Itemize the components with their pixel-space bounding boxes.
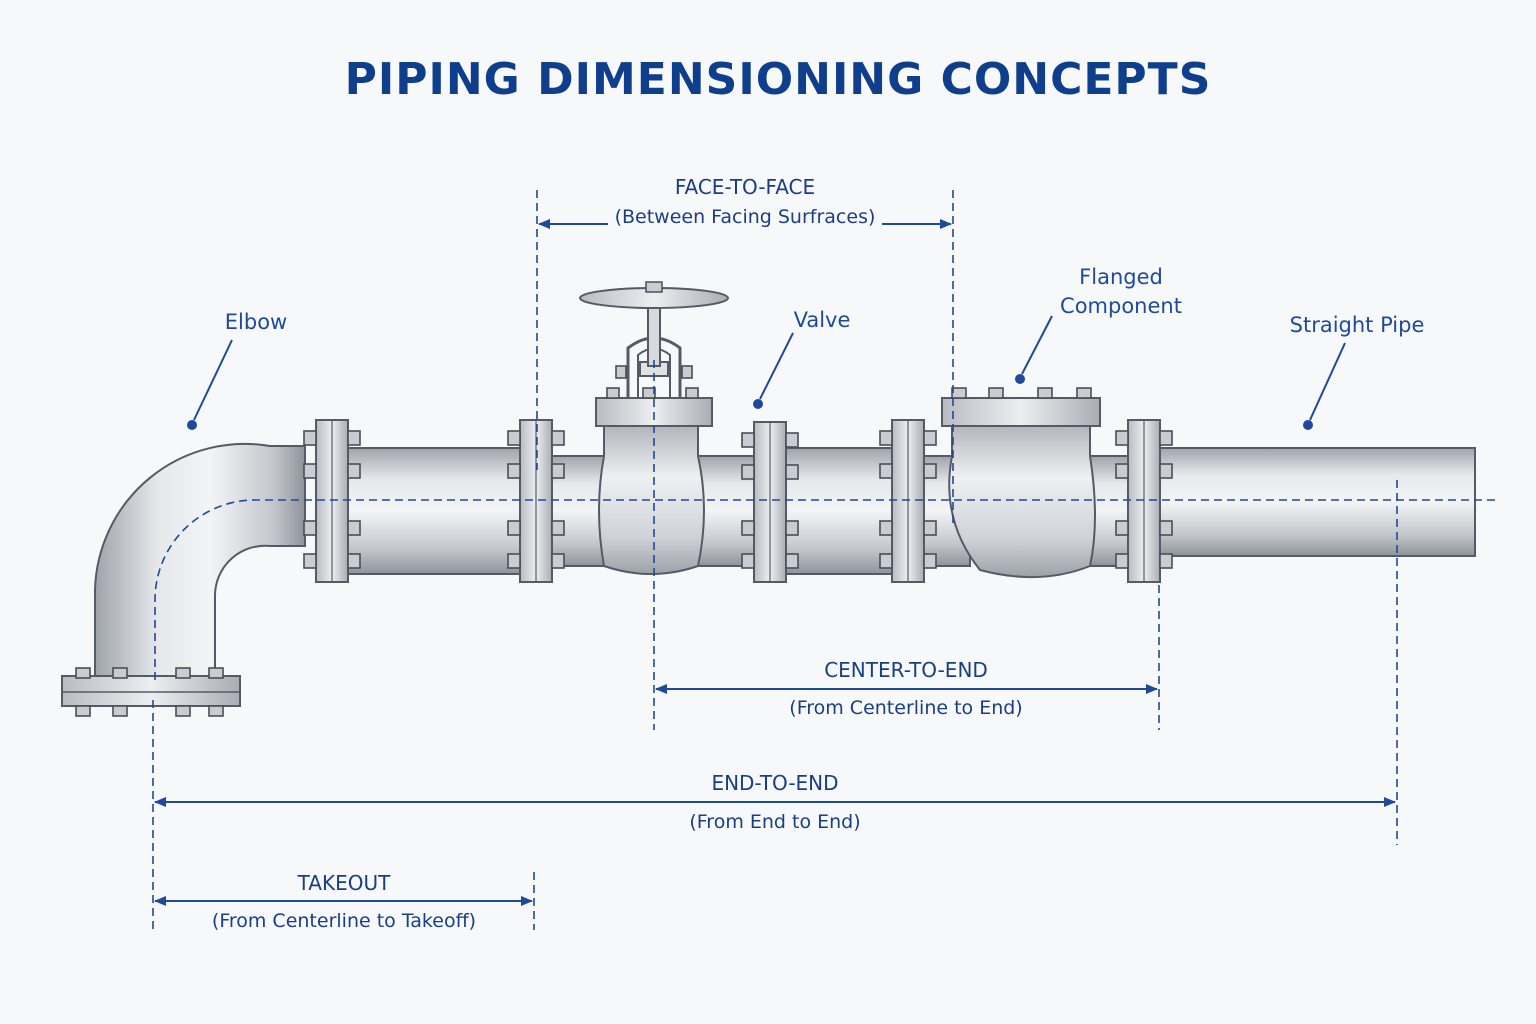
flanged-label-line1: Flanged xyxy=(1079,265,1163,289)
pipe-segment-1 xyxy=(339,447,521,575)
flange-5 xyxy=(1115,419,1173,583)
pipe-segment-4 xyxy=(783,447,895,575)
takeout-sublabel: (From Centerline to Takeoff) xyxy=(212,910,476,932)
end-to-end-sublabel: (From End to End) xyxy=(689,811,860,833)
face-to-face-label: FACE-TO-FACE xyxy=(675,175,815,199)
flanged-label-line2: Component xyxy=(1060,294,1182,318)
callout-valve: Valve xyxy=(753,308,850,409)
flange-1 xyxy=(303,419,361,583)
flange-4 xyxy=(879,419,937,583)
elbow-pipe xyxy=(94,442,306,679)
elbow-bottom-flange xyxy=(61,667,241,717)
elbow-label: Elbow xyxy=(225,310,287,334)
flanged-component-body xyxy=(941,387,1101,579)
end-to-end-label: END-TO-END xyxy=(711,771,838,795)
flange-2 xyxy=(507,419,565,583)
straight-pipe xyxy=(1159,447,1476,557)
callout-elbow: Elbow xyxy=(187,310,287,430)
piping-assembly xyxy=(61,281,1476,717)
center-to-end-sublabel: (From Centerline to End) xyxy=(789,697,1022,719)
valve-handwheel xyxy=(579,281,729,309)
page-title: PIPING DIMENSIONING CONCEPTS xyxy=(345,54,1212,105)
centerlines xyxy=(152,190,1495,930)
valve-label: Valve xyxy=(794,308,851,332)
pipe-centerline xyxy=(154,499,1495,680)
flange-3 xyxy=(741,421,799,583)
callout-flanged-component: Flanged Component xyxy=(1015,265,1182,384)
center-to-end-label: CENTER-TO-END xyxy=(824,658,988,682)
dimension-face-to-face: FACE-TO-FACE (Between Facing Surfraces) xyxy=(538,175,952,229)
face-to-face-sublabel: (Between Facing Surfraces) xyxy=(615,206,876,228)
takeout-label: TAKEOUT xyxy=(297,871,391,895)
dimension-takeout: TAKEOUT (From Centerline to Takeoff) xyxy=(154,871,533,932)
dimension-center-to-end: CENTER-TO-END (From Centerline to End) xyxy=(655,658,1158,719)
straight-pipe-label: Straight Pipe xyxy=(1290,313,1425,337)
callout-straight-pipe: Straight Pipe xyxy=(1290,313,1425,430)
dimension-end-to-end: END-TO-END (From End to End) xyxy=(154,771,1396,833)
